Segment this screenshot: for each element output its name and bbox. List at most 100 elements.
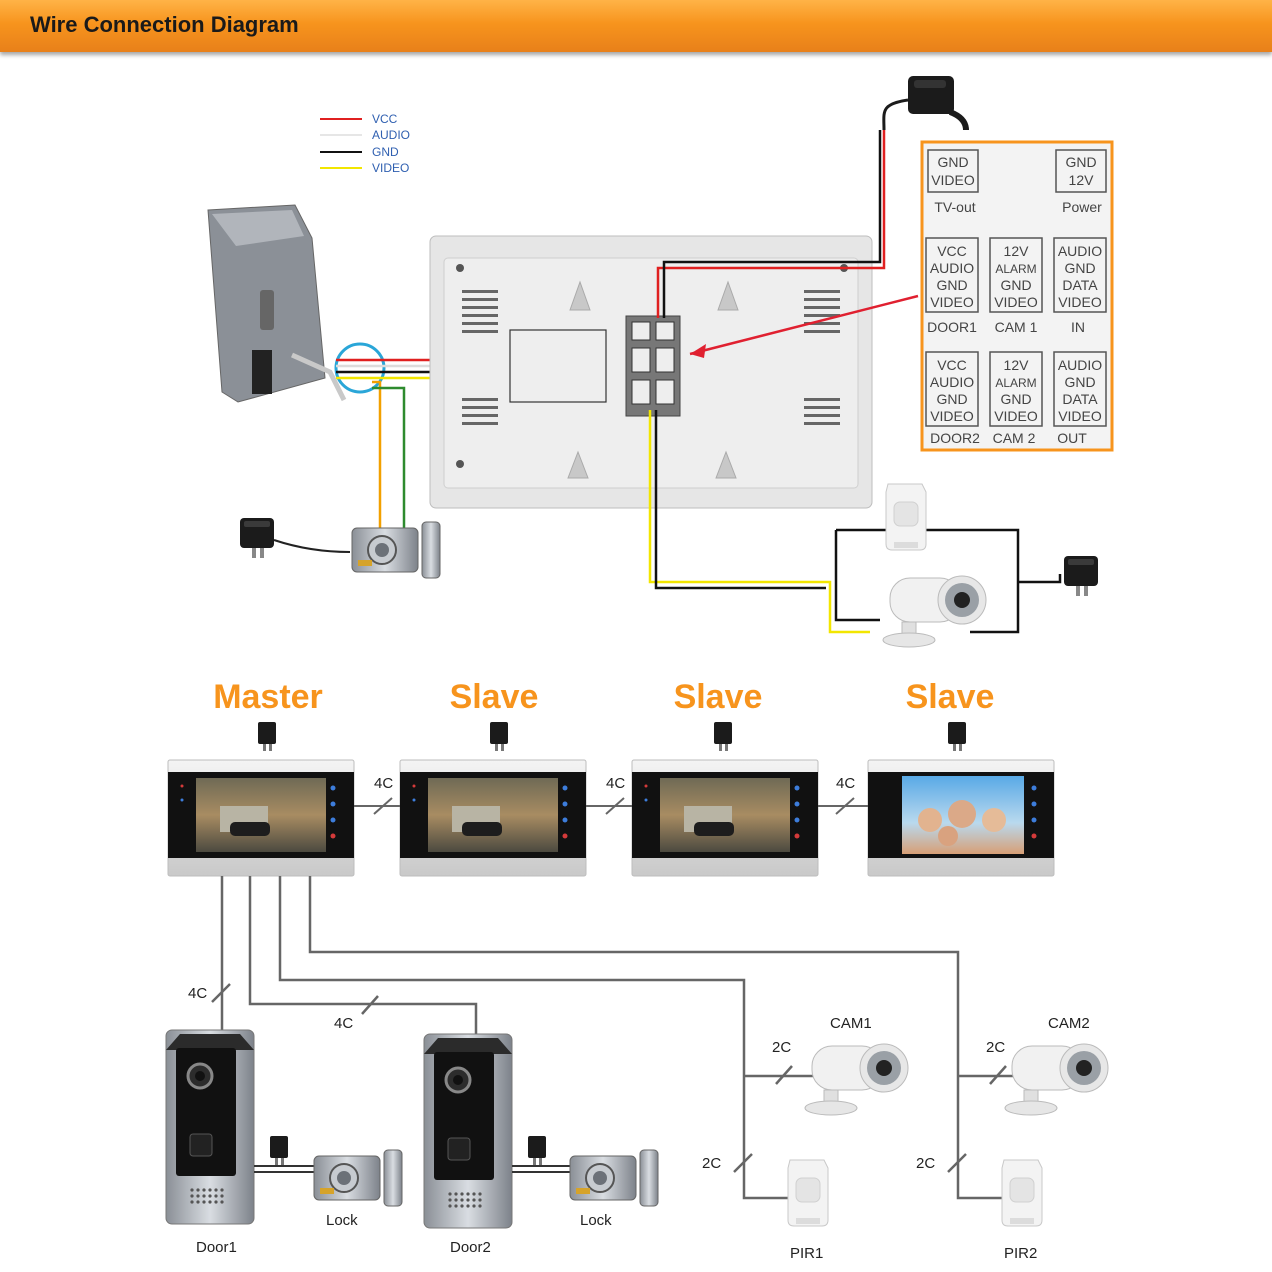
cam1-wire-label: 2C: [772, 1039, 791, 1056]
door1-caption: DOOR1: [927, 319, 977, 335]
cam2-wire-label: 2C: [986, 1039, 1005, 1056]
cam2-pin-1: 12V: [1004, 357, 1030, 373]
pir1-wire-label: 2C: [702, 1155, 721, 1172]
in-pin-2: GND: [1064, 260, 1095, 276]
monitor-role-slave-3: Slave: [906, 678, 995, 716]
out-caption: OUT: [1057, 430, 1087, 446]
camera-power-adapter: [1064, 556, 1098, 596]
cam1-pin-1: 12V: [1004, 243, 1030, 259]
power-gnd-wire: [662, 130, 882, 318]
cam1-label: CAM1: [830, 1015, 872, 1032]
in-pin-3: DATA: [1062, 277, 1098, 293]
cam2-caption: CAM 2: [993, 430, 1036, 446]
pointer-arrow-head: [690, 344, 706, 358]
door2-pin-2: AUDIO: [930, 374, 974, 390]
cam1-bus-wire: [278, 876, 788, 1200]
door2-wire-label: 4C: [334, 1015, 353, 1032]
out-pin-4: VIDEO: [1058, 408, 1102, 424]
tvout-pin-2: VIDEO: [931, 172, 975, 188]
lock1: [313, 1149, 403, 1207]
power-pin-2: 12V: [1069, 172, 1095, 188]
electric-lock: [351, 521, 441, 579]
power-pin-1: GND: [1065, 154, 1096, 170]
slave1-power-plug: [490, 722, 508, 751]
lock2: [569, 1149, 659, 1207]
pir2-label: PIR2: [1004, 1245, 1037, 1262]
camera-wires: [648, 410, 1062, 634]
door1-pin-2: AUDIO: [930, 260, 974, 276]
lock-power-adapter: [240, 518, 351, 558]
lock2-label: Lock: [580, 1212, 612, 1229]
in-pin-4: VIDEO: [1058, 294, 1102, 310]
power-wires: [656, 130, 886, 318]
door1-pin-3: GND: [936, 277, 967, 293]
pir1-sensor: [787, 1159, 829, 1227]
lock1-power-plug: [270, 1136, 288, 1165]
tvout-caption: TV-out: [934, 199, 975, 215]
door2-outdoor-unit: [422, 1032, 514, 1230]
cam-video-wire: [648, 410, 870, 634]
page-title: Wire Connection Diagram: [30, 12, 299, 37]
door1-wire-label: 4C: [188, 985, 207, 1002]
legend-audio-label: AUDIO: [372, 128, 410, 142]
lock-wire-b: [372, 386, 406, 540]
cam2-bus-wire: [308, 876, 1002, 1200]
cam2-label: CAM2: [1048, 1015, 1090, 1032]
pir1-label: PIR1: [790, 1245, 823, 1262]
pir2-wire-label: 2C: [916, 1155, 935, 1172]
cam-adapter-wire: [1018, 574, 1062, 584]
link-label-master-slave1: 4C: [374, 775, 393, 792]
cam2-camera: [1001, 1043, 1109, 1116]
slave3-power-plug: [948, 722, 966, 751]
cam1-camera: [801, 1043, 909, 1116]
door2-label: Door2: [450, 1239, 491, 1256]
door2-caption: DOOR2: [930, 430, 980, 446]
door2-pin-4: VIDEO: [930, 408, 974, 424]
link-label-slave1-slave2: 4C: [606, 775, 625, 792]
cam-power-link: [834, 530, 880, 622]
out-pin-1: AUDIO: [1058, 357, 1102, 373]
lock2-power-plug: [528, 1136, 546, 1165]
door2-pin-1: VCC: [937, 357, 967, 373]
link-label-slave2-slave3: 4C: [836, 775, 855, 792]
out-pin-3: DATA: [1062, 391, 1098, 407]
legend-vcc-label: VCC: [372, 112, 398, 126]
monitor-role-master: Master: [213, 678, 323, 716]
wire-color-legend: VCC AUDIO GND VIDEO: [320, 112, 410, 175]
cam-gnd-wire: [654, 410, 826, 590]
cam1-pin-2: ALARM: [995, 262, 1036, 276]
door1-outdoor-unit: [164, 1028, 256, 1226]
cam2-pin-2: ALARM: [995, 376, 1036, 390]
door1-pin-1: VCC: [937, 243, 967, 259]
door-camera-unit: [207, 204, 347, 403]
cctv-camera-top: [879, 575, 987, 648]
out-pin-2: GND: [1064, 374, 1095, 390]
connector-highlight-circle: [334, 342, 386, 394]
legend-video-label: VIDEO: [372, 161, 409, 175]
power-caption: Power: [1062, 199, 1102, 215]
master-power-plug: [258, 722, 276, 751]
monitor-slave-2: [631, 759, 819, 877]
monitor-slave-3: [867, 759, 1055, 877]
cam1-pin-4: VIDEO: [994, 294, 1038, 310]
monitor-role-slave-1: Slave: [450, 678, 539, 716]
monitor-back-panel: [429, 235, 873, 509]
cam1-pin-3: GND: [1000, 277, 1031, 293]
lock-wire-a: [372, 380, 382, 540]
lock1-label: Lock: [326, 1212, 358, 1229]
cam2-pin-3: GND: [1000, 391, 1031, 407]
bus-wires: [211, 876, 1020, 1200]
door1-pin-4: VIDEO: [930, 294, 974, 310]
lock-wires: [254, 1165, 570, 1173]
terminal-pinout-panel: GND VIDEO TV-out GND 12V Power VCC AUDIO…: [920, 140, 1114, 452]
tvout-pin-1: GND: [937, 154, 968, 170]
monitor-links: [354, 797, 868, 815]
in-caption: IN: [1071, 319, 1085, 335]
monitor-power-adapter: [882, 76, 969, 131]
pointer-arrow: [689, 294, 919, 356]
monitor-master: [167, 759, 355, 877]
door1-label: Door1: [196, 1239, 237, 1256]
monitor-slave-1: [399, 759, 587, 877]
door2-pin-3: GND: [936, 391, 967, 407]
